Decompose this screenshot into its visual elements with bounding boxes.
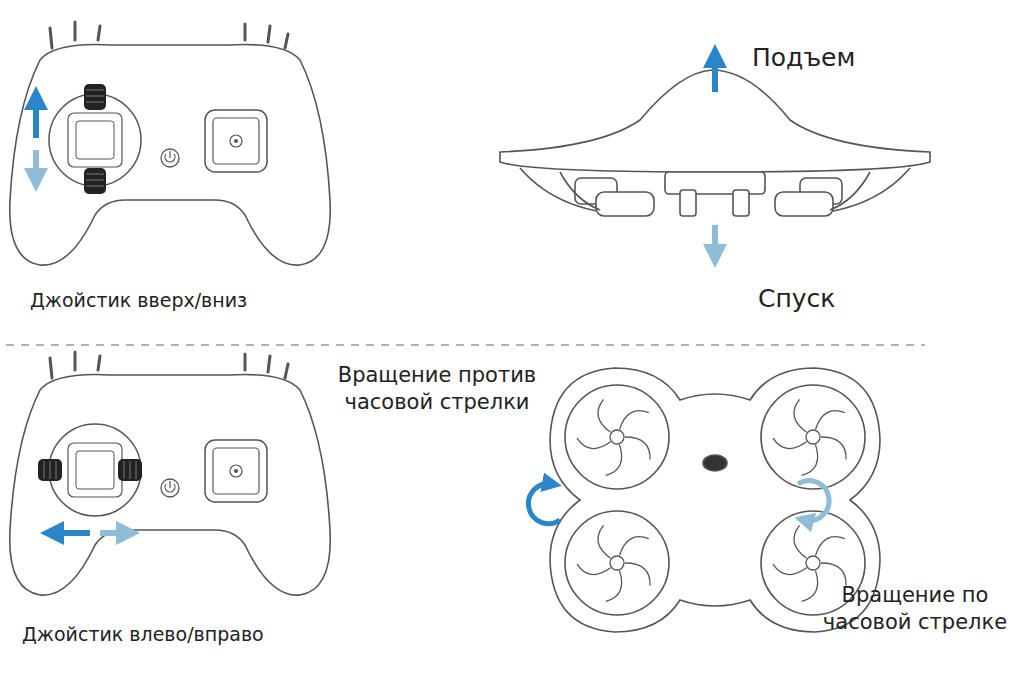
prop-blade	[577, 438, 611, 448]
prop-hub	[610, 430, 624, 444]
arrow-up	[712, 56, 718, 92]
prop-blade	[606, 445, 622, 476]
prop-blade	[619, 537, 648, 556]
prop-blade	[802, 445, 818, 476]
prop-blade	[773, 438, 807, 448]
rotation-label: Вращение по часовой стрелке	[812, 582, 1018, 637]
caption-text: Джойстик вверх/вниз	[30, 288, 330, 313]
caption-text: Джойстик влево/вправо	[22, 622, 342, 647]
prop-blade	[794, 525, 807, 558]
prop-blade	[815, 411, 844, 430]
arrow-up	[33, 98, 39, 138]
prop-blade	[821, 563, 846, 586]
prop-blade	[598, 525, 611, 558]
prop-hub	[806, 556, 820, 570]
prop-blade	[625, 437, 650, 460]
prop-blade	[625, 563, 650, 586]
separator	[6, 344, 925, 346]
prop-blade	[802, 571, 818, 602]
controller	[10, 352, 331, 595]
rotate-cw	[798, 481, 829, 521]
stick-knob	[84, 84, 106, 194]
prop-blade	[598, 399, 611, 432]
direction-label: Подъем	[752, 42, 912, 75]
prop-hub	[806, 430, 820, 444]
prop-blade	[821, 437, 846, 460]
drone-top	[550, 368, 880, 632]
prop-blade	[794, 399, 807, 432]
direction-label: Спуск	[758, 283, 918, 316]
controller	[10, 22, 331, 265]
prop-blade	[606, 571, 622, 602]
arrow-down	[712, 225, 718, 256]
prop-blade	[815, 537, 844, 556]
arrow-down	[33, 150, 39, 180]
prop-blade	[577, 564, 611, 574]
rotation-label: Вращение против часовой стрелки	[312, 362, 562, 417]
prop-blade	[619, 411, 648, 430]
prop-blade	[773, 564, 807, 574]
prop-hub	[610, 556, 624, 570]
rotate-ccw	[528, 484, 560, 524]
